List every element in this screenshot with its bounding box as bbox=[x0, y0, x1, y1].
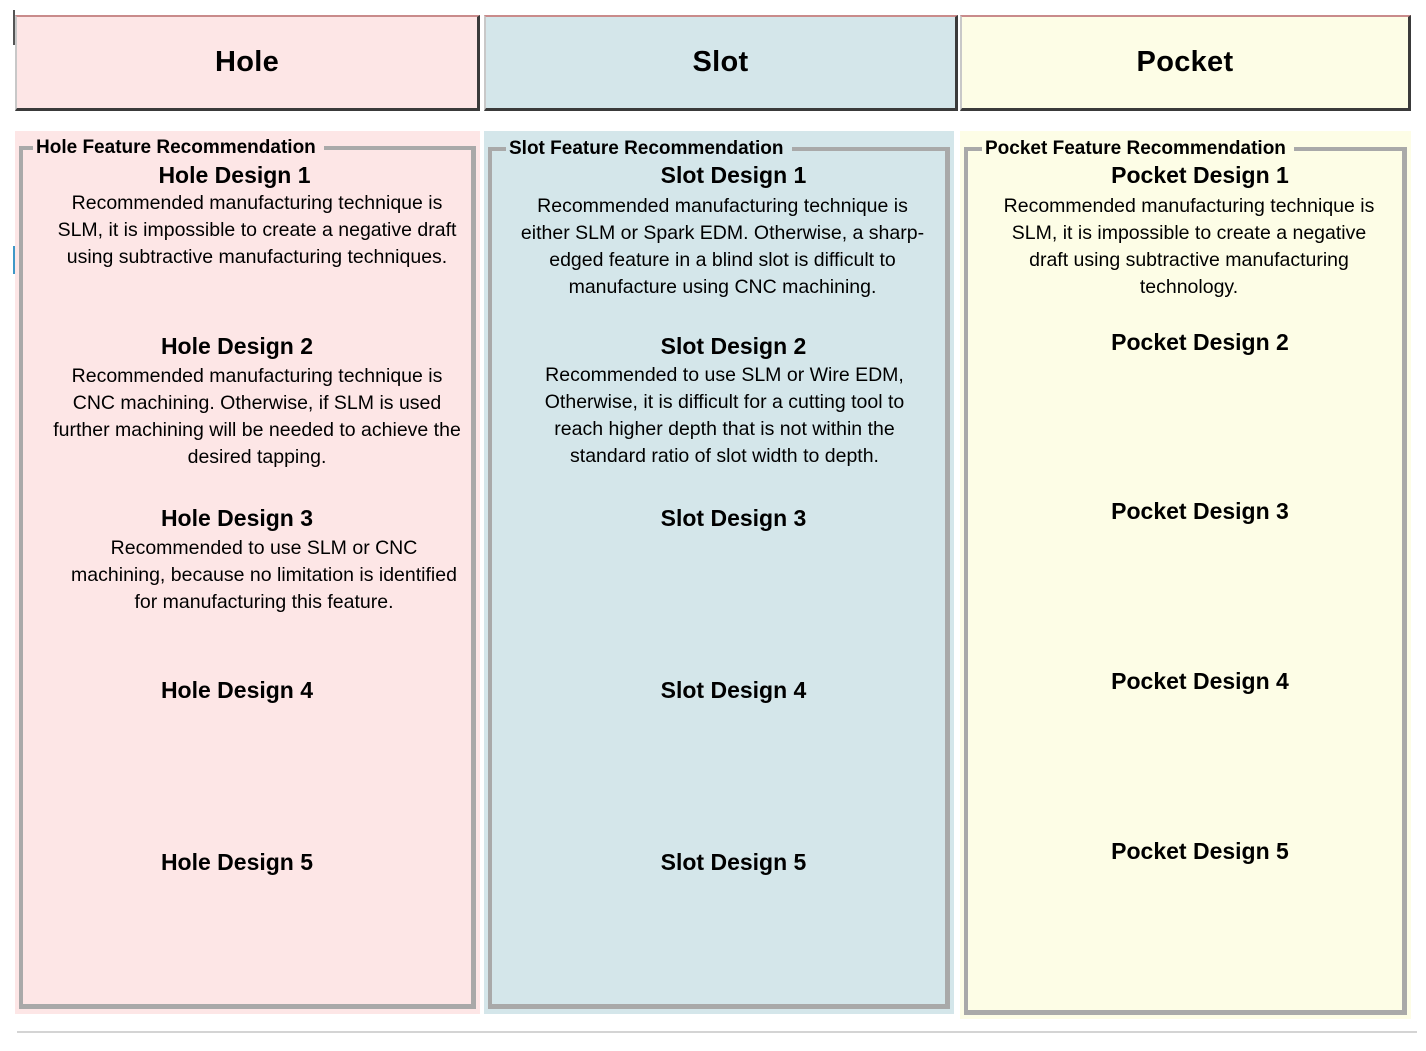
pocket-feature-recommendation-group: Pocket Feature Recommendation Pocket Des… bbox=[964, 139, 1407, 1015]
slot-button[interactable]: Slot bbox=[484, 15, 958, 111]
hole-button[interactable]: Hole bbox=[15, 15, 480, 111]
edge-mark bbox=[13, 10, 15, 45]
slot-feature-recommendation-group: Slot Feature Recommendation Slot Design … bbox=[488, 139, 950, 1009]
hole-group-legend: Hole Feature Recommendation bbox=[33, 138, 324, 158]
slot-design-5-title[interactable]: Slot Design 5 bbox=[660, 849, 807, 875]
hole-design-3-title[interactable]: Hole Design 3 bbox=[160, 505, 314, 531]
pocket-design-2-title[interactable]: Pocket Design 2 bbox=[1111, 329, 1289, 355]
hole-design-3-desc: Recommended to use SLM or CNC machining,… bbox=[71, 537, 457, 613]
hole-design-1-title[interactable]: Hole Design 1 bbox=[158, 162, 311, 188]
pocket-group-legend: Pocket Feature Recommendation bbox=[982, 139, 1294, 159]
slot-design-2-desc: Recommended to use SLM or Wire EDM, Othe… bbox=[544, 364, 905, 467]
slot-button-label: Slot bbox=[692, 46, 749, 78]
hole-design-1-desc: Recommended manufacturing technique is S… bbox=[57, 192, 457, 268]
pocket-design-1-title[interactable]: Pocket Design 1 bbox=[1111, 162, 1289, 188]
pocket-button[interactable]: Pocket bbox=[960, 15, 1411, 111]
hole-feature-recommendation-group: Hole Feature Recommendation Hole Design … bbox=[19, 138, 476, 1009]
hole-design-2-title[interactable]: Hole Design 2 bbox=[160, 333, 314, 359]
slot-design-4-title[interactable]: Slot Design 4 bbox=[660, 677, 807, 703]
pocket-design-1-desc: Recommended manufacturing technique is S… bbox=[1003, 195, 1375, 298]
slot-panel: Slot Feature Recommendation Slot Design … bbox=[484, 131, 954, 1014]
hole-design-4-title[interactable]: Hole Design 4 bbox=[160, 677, 314, 703]
pocket-panel: Pocket Feature Recommendation Pocket Des… bbox=[960, 131, 1411, 1019]
pocket-design-3-title[interactable]: Pocket Design 3 bbox=[1111, 498, 1289, 524]
slot-design-3-title[interactable]: Slot Design 3 bbox=[660, 505, 807, 531]
slot-group-legend: Slot Feature Recommendation bbox=[506, 139, 792, 159]
hole-panel: Hole Feature Recommendation Hole Design … bbox=[15, 131, 480, 1014]
pocket-design-4-title[interactable]: Pocket Design 4 bbox=[1111, 668, 1289, 694]
slot-design-2-title[interactable]: Slot Design 2 bbox=[660, 333, 807, 359]
hole-button-label: Hole bbox=[214, 46, 280, 78]
edge-mark bbox=[13, 246, 15, 274]
hole-design-5-title[interactable]: Hole Design 5 bbox=[160, 849, 314, 875]
pocket-design-5-title[interactable]: Pocket Design 5 bbox=[1111, 838, 1289, 864]
pocket-button-label: Pocket bbox=[1136, 46, 1234, 78]
window-bottom-edge bbox=[17, 1031, 1417, 1033]
slot-design-1-desc: Recommended manufacturing technique is e… bbox=[520, 195, 925, 298]
slot-design-1-title[interactable]: Slot Design 1 bbox=[660, 162, 807, 188]
hole-design-2-desc: Recommended manufacturing technique is C… bbox=[53, 365, 461, 468]
